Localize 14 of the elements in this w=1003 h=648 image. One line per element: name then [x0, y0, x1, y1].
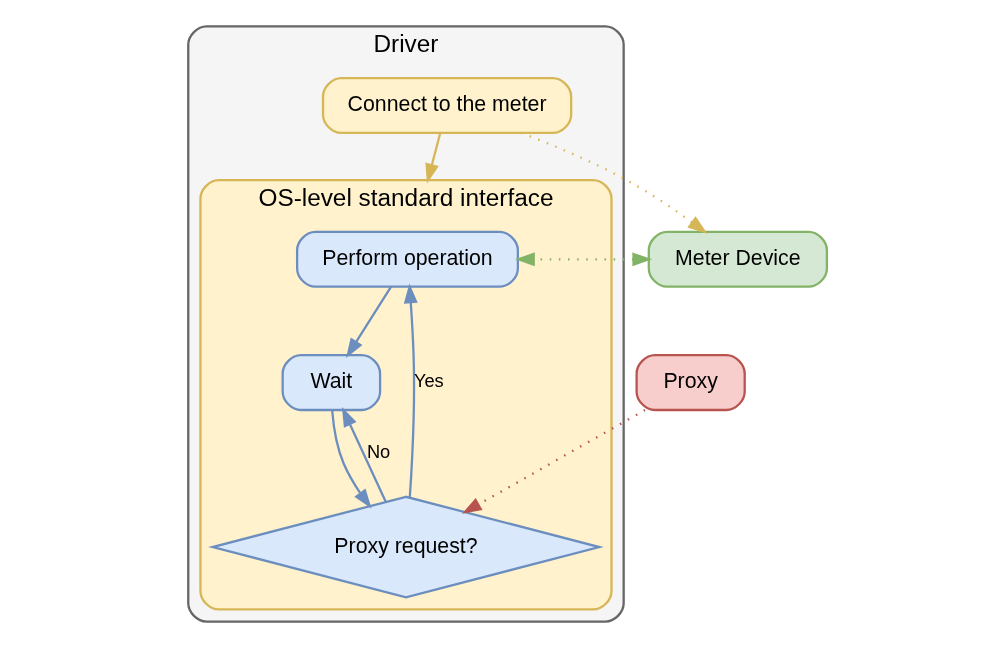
- arrow: [346, 286, 392, 358]
- edge-label: No: [366, 441, 391, 463]
- arrow: [461, 409, 646, 514]
- arrow: [425, 133, 442, 184]
- arrow: [403, 283, 418, 498]
- node-box: Wait: [281, 354, 382, 412]
- arrow: [520, 131, 708, 234]
- node-box: Proxy: [635, 354, 746, 412]
- arrow: [331, 410, 372, 509]
- node-box: Perform operation: [296, 230, 519, 288]
- node-box: Meter Device: [647, 230, 829, 288]
- arrow: [341, 406, 387, 503]
- node-box: Connect to the meter: [321, 77, 573, 135]
- arrow: [515, 252, 653, 267]
